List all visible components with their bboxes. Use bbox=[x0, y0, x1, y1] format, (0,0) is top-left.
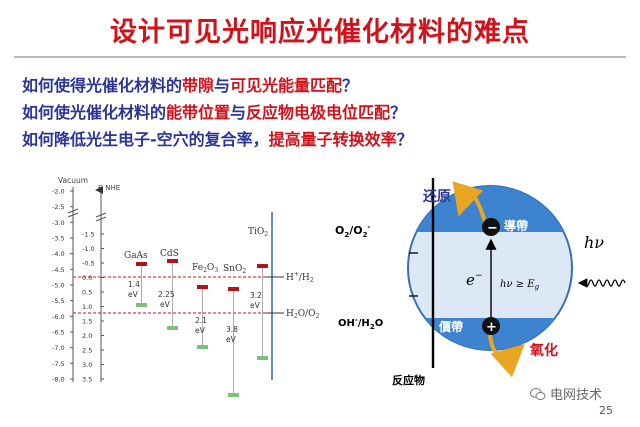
gap-value-tio2: 3.2 bbox=[250, 291, 262, 300]
reduction-label: 还原 bbox=[422, 188, 451, 205]
cb-bar-gaas bbox=[136, 262, 147, 266]
material-name-fe2o3: Fe2O3 bbox=[192, 263, 218, 274]
right-axis-tick-label: -1.5 bbox=[82, 231, 95, 239]
valence-band-label: 價帶 bbox=[438, 319, 463, 334]
material-name-tio2: TiO2 bbox=[248, 227, 268, 238]
material-cds: CdS 2.25 eV bbox=[158, 249, 179, 330]
left-axis-tick-label: -3.0 bbox=[52, 219, 65, 227]
left-axis-tick-label: -6.5 bbox=[52, 329, 65, 337]
material-name-gaas: GaAs bbox=[124, 251, 148, 261]
vb-bar-fe2o3 bbox=[197, 345, 208, 349]
o2-redox-couple: O2/O2- bbox=[335, 223, 370, 239]
left-axis-tick-label: -3.5 bbox=[52, 235, 65, 243]
right-axis-tick-label: 3.5 bbox=[82, 376, 92, 384]
nhe-label: E NHE bbox=[98, 184, 120, 192]
left-axis: -2.0 -2.5 -3.0 -3.5 -4.0 -4.5 -5.0 -5.5 -6.0 -6.5… bbox=[52, 187, 79, 384]
vb-bar-gaas bbox=[136, 303, 147, 307]
reduction-arrow bbox=[452, 181, 487, 223]
cb-bar-sno2 bbox=[228, 287, 239, 291]
vb-bar-sno2 bbox=[228, 393, 239, 397]
left-axis-tick-label: -2.0 bbox=[52, 188, 65, 196]
right-axis-tick-label: 1.0 bbox=[82, 303, 92, 311]
photon-wave bbox=[577, 278, 626, 288]
material-name-sno2: SnO2 bbox=[223, 264, 246, 275]
oxidation-arrow bbox=[488, 333, 525, 378]
page-title: 设计可见光响应光催化材料的难点 bbox=[110, 17, 530, 48]
material-name-cds: CdS bbox=[160, 249, 179, 259]
o2-redox-label: H2O/O2 bbox=[286, 309, 319, 320]
band-position-diagram: Vacuum E NHE -2.0 -2.5 -3.0 -3.5 -4.0 -4.5 -5.… bbox=[52, 176, 319, 397]
h-redox-label: H+/H2 bbox=[286, 271, 314, 284]
question-2: 如何使光催化材料的能带位置与反应物电极电位匹配？ bbox=[22, 103, 407, 122]
right-axis-tick-label: 0.5 bbox=[82, 289, 92, 297]
left-axis-tick-label: -7.5 bbox=[52, 360, 65, 368]
gap-unit-fe2o3: eV bbox=[195, 326, 206, 335]
watermark: 电网技术 bbox=[530, 384, 602, 403]
photon-label: hν bbox=[584, 233, 604, 252]
oxidation-label: 氧化 bbox=[529, 342, 558, 359]
cb-bar-cds bbox=[167, 259, 178, 263]
electron-symbol: e− bbox=[466, 271, 482, 289]
left-axis-tick-label: -4.0 bbox=[52, 250, 65, 258]
cb-bar-tio2 bbox=[257, 264, 268, 268]
vb-bar-tio2 bbox=[257, 356, 268, 360]
question-1: 如何使得光催化材料的带隙与可见光能量匹配？ bbox=[22, 76, 359, 95]
gap-value-gaas: 1.4 bbox=[128, 280, 140, 289]
watermark-text: 电网技术 bbox=[550, 388, 603, 403]
hole-particle bbox=[482, 317, 500, 335]
oh-redox-couple: OH-/H2O bbox=[338, 316, 383, 331]
left-axis-tick-label: -2.5 bbox=[52, 203, 65, 211]
gap-unit-sno2: eV bbox=[226, 335, 237, 344]
material-sno2: SnO2 3.8 eV bbox=[223, 264, 246, 397]
title-divider bbox=[14, 56, 626, 58]
conduction-band-label: 導帶 bbox=[504, 218, 528, 233]
material-tio2: TiO2 3.2 eV bbox=[248, 227, 268, 360]
right-axis-tick-label: 2.5 bbox=[82, 347, 92, 355]
gap-value-cds: 2.25 bbox=[158, 290, 175, 299]
left-axis-tick-label: -7.0 bbox=[52, 344, 65, 352]
material-gaas: GaAs 1.4 eV bbox=[124, 251, 148, 307]
left-axis-tick-label: -5.5 bbox=[52, 297, 65, 305]
right-axis-tick-label: 3.0 bbox=[82, 361, 92, 369]
energy-condition: hν ≥ Eg bbox=[500, 279, 540, 291]
band-schematic: O2/O2- OH-/H2O 反应物 还原 氧化 − 導帶 + 價帶 e− hν… bbox=[335, 178, 626, 387]
gap-unit-tio2: eV bbox=[250, 301, 261, 310]
wechat-icon bbox=[530, 388, 546, 400]
gap-unit-gaas: eV bbox=[128, 290, 139, 299]
right-axis-tick-label: -1.0 bbox=[82, 245, 95, 253]
gap-value-sno2: 3.8 bbox=[226, 325, 238, 334]
electron-particle bbox=[482, 218, 500, 236]
right-axis-tick-label: 2.0 bbox=[82, 332, 92, 340]
cb-bar-fe2o3 bbox=[197, 285, 208, 289]
question-3: 如何降低光生电子-空穴的复合率，提高量子转换效率？ bbox=[22, 130, 413, 149]
gap-unit-cds: eV bbox=[160, 300, 171, 309]
minus-sign: − bbox=[487, 221, 498, 236]
left-axis-tick-label: -6.0 bbox=[52, 313, 65, 321]
vacuum-label: Vacuum bbox=[58, 176, 88, 185]
gap-value-fe2o3: 2.1 bbox=[195, 316, 207, 325]
right-axis-tick-label: 1.5 bbox=[82, 318, 92, 326]
left-axis-tick-label: -4.5 bbox=[52, 266, 65, 274]
left-axis-tick-label: -8.0 bbox=[52, 376, 65, 384]
right-axis: -1.5 -1.0 -0.5 0.0 0.5 1.0 1.5 2.0 2.5 3.0 3.5 bbox=[82, 186, 107, 384]
reactant-label: 反应物 bbox=[392, 373, 425, 387]
left-axis-tick-label: -5.0 bbox=[52, 282, 65, 290]
right-axis-tick-label: -0.5 bbox=[82, 260, 95, 268]
plus-sign: + bbox=[486, 320, 497, 335]
vb-bar-cds bbox=[167, 326, 178, 330]
page-number: 25 bbox=[599, 404, 613, 417]
right-axis-tick-label: 0.0 bbox=[82, 274, 92, 282]
material-fe2o3: Fe2O3 2.1 eV bbox=[192, 263, 218, 349]
